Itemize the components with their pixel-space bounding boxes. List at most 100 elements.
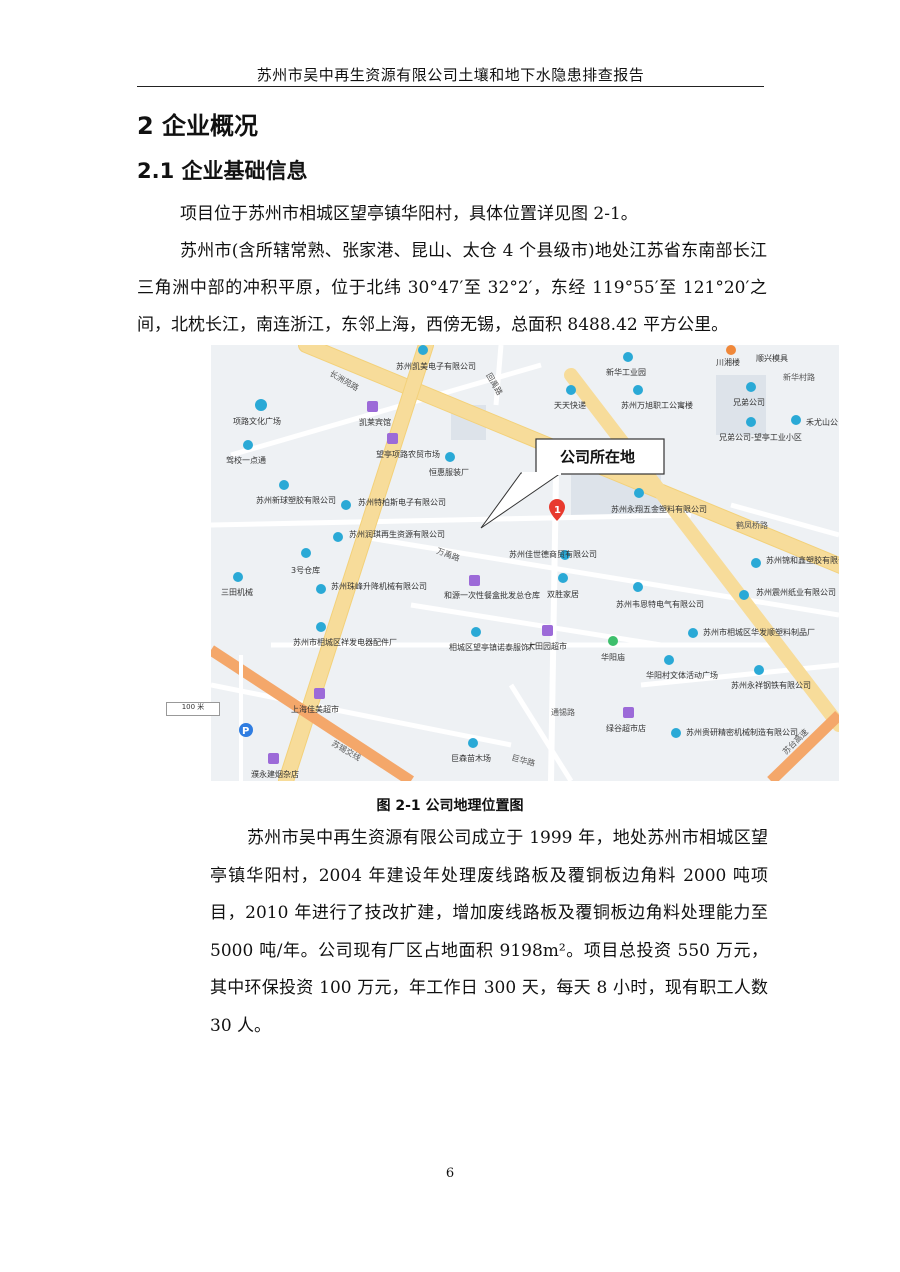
- road-label-tongxi: 通锡路: [551, 707, 575, 717]
- page-number: 6: [445, 1166, 455, 1181]
- poi-label: 苏州市相城区祥发电器配件厂: [293, 637, 397, 647]
- poi-icon: [746, 417, 756, 427]
- poi-label: 濮永建烟杂店: [251, 769, 299, 779]
- poi-label: 苏州永翔五金塑料有限公司: [611, 504, 707, 514]
- poi-icon: [255, 399, 267, 411]
- poi-label: 苏州锦和鑫塑胶有限公司: [766, 555, 839, 565]
- poi-label: 苏州震州纸业有限公司: [756, 587, 836, 597]
- poi-label: 三田机械: [221, 587, 253, 597]
- poi-label: 华阳村文体活动广场: [646, 670, 718, 680]
- poi-label: 川湘楼: [716, 357, 740, 367]
- poi-icon: [623, 352, 633, 362]
- subsection-heading: 2.1 企业基础信息: [137, 159, 308, 183]
- poi-icon: [445, 452, 455, 462]
- poi-icon: [471, 627, 481, 637]
- poi-icon: [688, 628, 698, 638]
- poi-icon: [633, 385, 643, 395]
- poi-icon: [739, 590, 749, 600]
- callout-label: 公司所在地: [560, 448, 635, 466]
- poi-label: 3号仓库: [291, 565, 320, 575]
- poi-label: 兄弟公司: [733, 397, 765, 407]
- supermarket-icon: [542, 625, 553, 636]
- poi-label: 恒惠服装厂: [429, 467, 469, 477]
- poi-label: 华阳庙: [601, 652, 625, 662]
- poi-icon: [664, 655, 674, 665]
- poi-icon: [468, 738, 478, 748]
- poi-icon: [279, 480, 289, 490]
- poi-label: 相城区望亭镇诺泰服饰厂: [449, 642, 537, 652]
- poi-icon: [560, 550, 570, 560]
- header-rule: [137, 86, 764, 87]
- poi-label: 苏州佳世德商贸有限公司: [509, 549, 597, 559]
- market-icon: [387, 433, 398, 444]
- poi-icon: [726, 345, 736, 355]
- poi-label: 苏州凯美电子有限公司: [396, 361, 476, 371]
- poi-label: 苏州特柏斯电子有限公司: [358, 497, 446, 507]
- poi-icon: [751, 558, 761, 568]
- paragraph-company: 苏州市吴中再生资源有限公司成立于 1999 年，地处苏州市相城区望亭镇华阳村，2…: [210, 828, 768, 1036]
- road-label-hefengqiao: 鹤凤桥路: [736, 520, 768, 530]
- marker-number: 1: [554, 505, 561, 516]
- parking-icon: P: [239, 723, 253, 737]
- svg-text:P: P: [242, 726, 249, 737]
- poi-icon: [418, 345, 428, 355]
- poi-label: 苏州润琪再生资源有限公司: [349, 529, 445, 539]
- poi-icon: [301, 548, 311, 558]
- poi-icon: [634, 488, 644, 498]
- poi-label: 苏州韦恩特电气有限公司: [616, 599, 704, 609]
- scale-bar: 100 米: [166, 702, 220, 716]
- poi-icon: [566, 385, 576, 395]
- poi-icon: [558, 573, 568, 583]
- supermarket-icon: [314, 688, 325, 699]
- poi-label: 苏州珠峰升降机械有限公司: [331, 581, 427, 591]
- callout: 公司所在地: [480, 438, 665, 529]
- poi-label: 新华工业园: [606, 367, 646, 377]
- paragraph-suzhou: 苏州市(含所辖常熟、张家港、昆山、太仓 4 个县级市)地处江苏省东南部长江三角洲…: [137, 241, 767, 335]
- poi-label: 上海佳美超市: [291, 704, 339, 714]
- poi-icon: [333, 532, 343, 542]
- poi-label: 和源一次性餐盒批发总仓库: [444, 590, 540, 600]
- poi-label: 苏州永祥钢铁有限公司: [731, 680, 811, 690]
- poi-icon: [316, 584, 326, 594]
- figure-caption: 图 2-1 公司地理位置图: [376, 798, 524, 814]
- poi-label: 凯莱宾馆: [359, 417, 391, 427]
- poi-icon: [746, 382, 756, 392]
- poi-label: 望亭项路农贸市场: [376, 449, 440, 459]
- map-block: [716, 375, 766, 435]
- road-label-xinhuacun: 新华村路: [783, 372, 815, 382]
- poi-icon: [633, 582, 643, 592]
- section-heading: 2 企业概况: [137, 112, 259, 140]
- poi-label: 苏州市相城区华发顺塑料制品厂: [703, 627, 815, 637]
- poi-label: 双胜家居: [547, 589, 579, 599]
- shop-icon: [268, 753, 279, 764]
- location-map: 长洲苑路 万禹路 新华村路 鹤凤桥路 苏锡交线 巨华路 苏台高速 通锡路 回禹路…: [211, 345, 839, 781]
- poi-label: 苏州贵研精密机械制造有限公司: [686, 727, 798, 737]
- supermarket-icon: [623, 707, 634, 718]
- tongxi-road: [548, 474, 559, 781]
- hotel-icon: [367, 401, 378, 412]
- poi-label: 大田园超市: [527, 641, 567, 651]
- poi-label: 苏州万旭职工公寓楼: [621, 400, 693, 410]
- poi-icon: [243, 440, 253, 450]
- poi-label: 驾校一点通: [226, 455, 266, 465]
- poi-labels: 苏州凯美电子有限公司 新华工业园 川湘楼 顺兴模具 项路文化广场 天天快递 苏州…: [221, 345, 839, 779]
- poi-icon: [341, 500, 351, 510]
- poi-icon: [791, 415, 801, 425]
- poi-label: 顺兴模具: [756, 353, 788, 363]
- poi-icon: [754, 665, 764, 675]
- shop-icon: [469, 575, 480, 586]
- poi-label: 兄弟公司-望亭工业小区: [719, 432, 802, 442]
- minor-roads: [211, 345, 839, 781]
- temple-icon: [608, 636, 618, 646]
- poi-label: 禾尤山公: [806, 417, 838, 427]
- poi-label: 巨森苗木场: [451, 753, 491, 763]
- expressways: [211, 645, 839, 781]
- poi-label: 天天快递: [554, 400, 586, 410]
- poi-label: 绿谷超市店: [606, 723, 646, 733]
- company-marker: 1: [549, 499, 565, 521]
- poi-label: 苏州新球塑胶有限公司: [256, 495, 336, 505]
- poi-icon: [233, 572, 243, 582]
- paragraph-location: 项目位于苏州市相城区望亭镇华阳村，具体位置详见图 2-1。: [180, 204, 638, 224]
- scale-label: 100 米: [181, 703, 205, 711]
- poi-label: 项路文化广场: [233, 416, 281, 426]
